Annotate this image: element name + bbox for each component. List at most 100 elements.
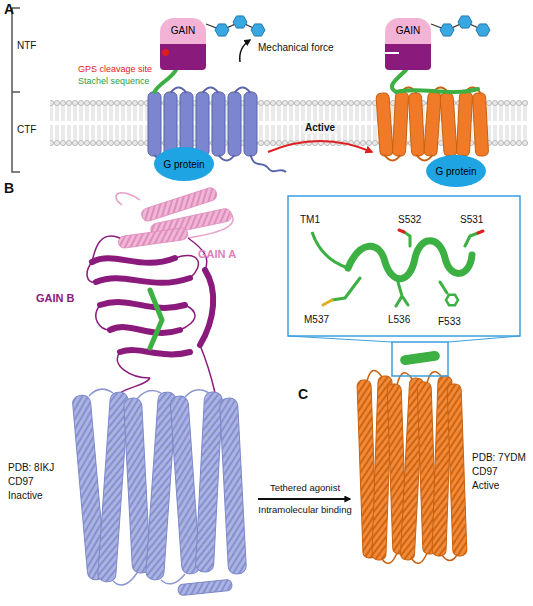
glycan-chain [431,22,483,30]
tm-helix [244,92,257,156]
glycan-hexagon [458,16,472,28]
glycan-hexagon [215,24,229,36]
beta-strand [100,302,185,308]
glycan-hexagon [440,24,454,36]
node-text: GAIN [171,18,195,44]
gain-a-loops [116,193,233,238]
stachel-strand [150,290,162,348]
tm-helix [219,398,246,575]
zoom-lines [288,336,520,342]
tm-helix [472,93,488,157]
tm-helix [123,398,150,574]
g-protein-ellipse: G protein [154,147,214,181]
ntf-ctf-bracket [12,8,20,172]
residue-label: TM1 [300,214,320,226]
glycan-chain [206,22,258,30]
panel-letter: B [4,180,14,197]
state-label: Active [303,122,337,134]
arrow-label: Intramolecular binding [258,504,351,515]
residue-label: S531 [460,214,483,226]
fragment-name: NTF [17,40,36,52]
gain-b-loops [87,236,207,378]
panel-letter: A [4,1,14,18]
membrane-outer-leaflet [50,100,528,122]
hydroxyl-tip [399,230,483,233]
tm-helix [408,93,424,157]
tm-helix [170,396,200,575]
residue-label: M537 [304,314,329,326]
node-text: G protein [163,159,204,170]
node-text: G protein [435,166,476,177]
tm-helix [447,384,467,556]
tm-bundle-active [357,376,467,560]
tm-helix [424,92,441,157]
tm-bundle-inactive [72,392,247,596]
zoom-inset-frame [288,196,520,336]
stachel-strand-bound [392,70,478,92]
gain-domain: GAIN [385,18,431,70]
domain-label: GAIN A [198,248,236,261]
state-label: Active [472,480,499,492]
arrow-label: Tethered agonist [270,482,340,493]
helix-loops [89,389,209,585]
tm-helix [392,92,408,157]
tm-helix [376,93,393,157]
tm-helix [97,392,128,583]
glycan-hexagon [233,16,247,28]
stachel-helix-small [399,350,440,365]
beta-strand [200,270,213,345]
transition-arrow [258,498,350,500]
gain-a-helix [118,227,189,249]
helix-8 [178,579,233,596]
g-protein-ellipse: G protein [426,155,486,187]
pdb-id: PDB: 7YDM [472,452,526,464]
beta-strand [120,350,190,354]
fragment-name: CTF [17,124,36,136]
glycan-hexagon [251,24,265,36]
tm-helix [456,92,472,157]
node-text: GAIN [396,18,420,44]
residue-label: S532 [398,214,421,226]
tm-helix [164,92,177,156]
beta-strand [92,258,175,263]
tm-helices-inactive [148,92,257,156]
tm-helix [196,92,209,156]
beta-strand [110,327,180,333]
zoom-source-box [392,342,448,376]
gain-a-helices [118,186,233,249]
tm-helices-active [376,92,489,157]
beta-strand [96,278,190,283]
tm-helix [195,392,222,573]
protein-name: CD97 [8,476,34,488]
helix-loops [367,370,457,563]
gain-domain: GAIN [160,18,206,70]
pdb-id: PDB: 8IKJ [8,462,54,474]
panel-letter: C [298,386,308,403]
stachel-label: Stachel sequence [78,76,150,87]
gain-linker [120,345,215,393]
tm-helix [228,92,241,156]
gps-cleaved-gap [385,52,399,54]
gps-cleavage-dot [162,49,169,56]
residue-sticks [332,232,478,306]
cleavage-label: GPS cleavage site [78,64,152,75]
tm-helix [148,92,161,156]
force-arrow [240,40,250,62]
state-label: Inactive [8,490,42,502]
stachel-strand [155,70,177,92]
activation-arrow [268,141,372,152]
glycan-hexagon [476,24,490,36]
helix-loops [155,88,287,173]
force-label: Mechanical force [258,42,334,54]
phenyl-ring [446,295,458,305]
residue-label: F533 [438,316,461,328]
domain-label: GAIN B [36,292,75,305]
tm-helix [440,93,457,157]
tm-helix [212,92,225,156]
sulfur-tip [323,300,332,305]
tm1-link [312,232,348,268]
